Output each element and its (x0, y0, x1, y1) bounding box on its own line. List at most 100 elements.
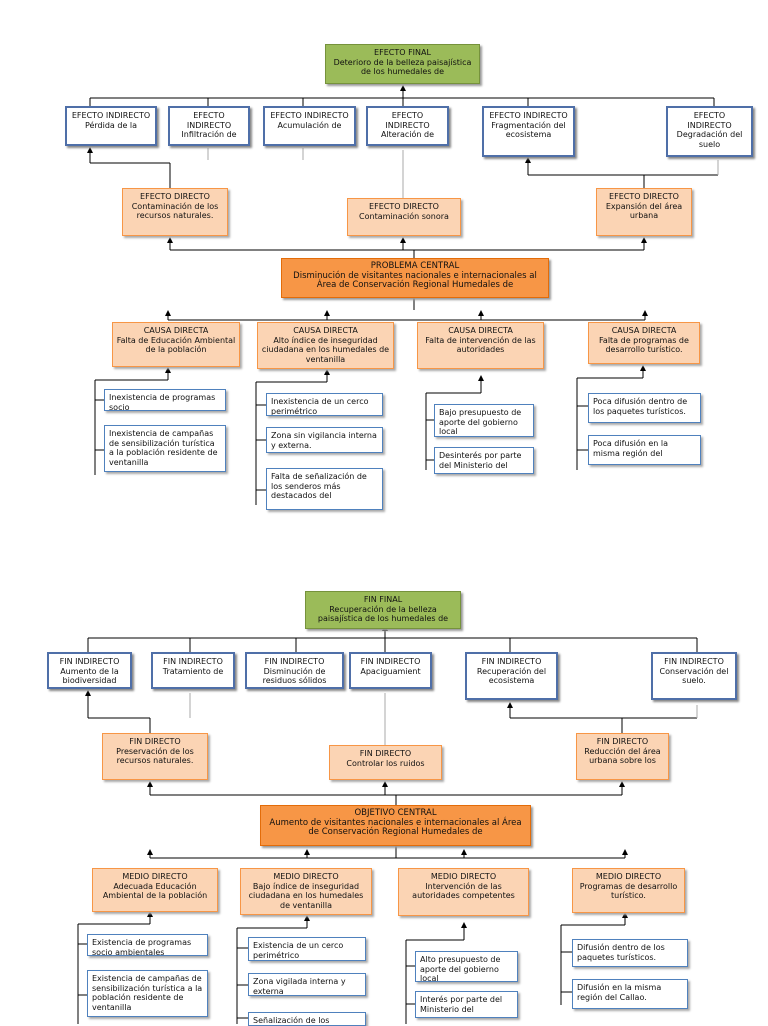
node-text: Deterioro de la belleza paisajística de … (333, 57, 472, 77)
efecto-indirecto-box: EFECTO INDIRECTO Alteración de (366, 106, 449, 146)
causa-directa-box: CAUSA DIRECTA Falta de intervención de l… (417, 322, 544, 369)
causa-indirecta-box: Desinterés por parte del Ministerio del (434, 447, 534, 474)
node-title: FIN INDIRECTO (360, 657, 421, 666)
medio-directo-box: MEDIO DIRECTO Bajo índice de inseguridad… (240, 868, 372, 915)
node-text: Acumulación de (277, 120, 342, 130)
node-title: EFECTO DIRECTO (609, 192, 679, 201)
node-text: Contaminación sonora (359, 211, 449, 221)
node-text: Poca difusión en la misma región del (593, 439, 669, 458)
problema-central-box: PROBLEMA CENTRAL Disminución de visitant… (281, 258, 549, 298)
causa-indirecta-box: Inexistencia de programas socio (104, 389, 226, 411)
node-title: EFECTO INDIRECTO (71, 111, 151, 120)
causa-indirecta-box: Bajo presupuesto de aporte del gobierno … (434, 404, 534, 437)
fin-indirecto-box: FIN INDIRECTO Apaciguamient (349, 652, 432, 689)
node-title: FIN INDIRECTO (481, 657, 542, 666)
node-text: Aumento de visitantes nacionales e inter… (269, 817, 522, 837)
node-title: EFECTO FINAL (374, 48, 431, 57)
node-text: Disminución de residuos sólidos (262, 666, 327, 686)
causa-indirecta-box: Poca difusión en la misma región del (588, 435, 701, 465)
node-title: MEDIO DIRECTO (595, 872, 662, 881)
medio-indirecto-box: Existencia de campañas de sensibilizació… (87, 970, 208, 1017)
node-text: Zona vigilada interna y externa (253, 977, 346, 996)
node-text: Reducción del área urbana sobre los (584, 746, 661, 766)
node-title: FIN INDIRECTO (664, 657, 724, 666)
node-text: Bajo índice de inseguridad ciudadana en … (248, 881, 364, 910)
medio-directo-box: MEDIO DIRECTO Adecuada Educación Ambient… (92, 868, 218, 912)
node-text: Tratamiento de (162, 666, 224, 676)
fin-indirecto-box: FIN INDIRECTO Tratamiento de (151, 652, 235, 689)
efecto-directo-box: EFECTO DIRECTO Expansión del área urbana (596, 188, 692, 236)
node-title: PROBLEMA CENTRAL (370, 261, 460, 271)
fin-indirecto-box: FIN INDIRECTO Recuperación del ecosistem… (465, 652, 558, 700)
node-text: Falta de programas de desarrollo turísti… (599, 335, 689, 355)
medio-indirecto-box: Existencia de un cerco perimétrico (248, 937, 366, 961)
node-title: EFECTO INDIRECTO (270, 111, 349, 120)
efecto-indirecto-box: EFECTO INDIRECTO Acumulación de (263, 106, 356, 146)
node-title: MEDIO DIRECTO (122, 872, 188, 881)
efecto-indirecto-box: EFECTO INDIRECTO Degradación del suelo (666, 106, 753, 157)
fin-indirecto-box: FIN INDIRECTO Disminución de residuos só… (245, 652, 344, 689)
node-text: Alto índice de inseguridad ciudadana en … (261, 335, 390, 364)
node-title: FIN DIRECTO (596, 737, 649, 746)
node-title: EFECTO INDIRECTO (489, 111, 568, 120)
node-text: Bajo presupuesto de aporte del gobierno … (439, 408, 522, 436)
node-text: Preservación de los recursos naturales. (116, 746, 194, 766)
node-title: FIN DIRECTO (129, 737, 181, 746)
node-text: Programas de desarrollo turístico. (579, 881, 678, 901)
node-title: CAUSA DIRECTA (611, 326, 677, 335)
node-text: Adecuada Educación Ambiental de la pobla… (102, 881, 208, 901)
node-title: OBJETIVO CENTRAL (354, 808, 437, 818)
node-title: EFECTO INDIRECTO (385, 111, 430, 130)
node-text: Interés por parte del Ministerio del (420, 995, 503, 1014)
medio-directo-box: MEDIO DIRECTO Programas de desarrollo tu… (572, 868, 685, 913)
efecto-indirecto-box: EFECTO INDIRECTO Fragmentación del ecosi… (482, 106, 575, 157)
causa-indirecta-box: Falta de señalización de los senderos má… (266, 468, 383, 510)
node-text: Falta de señalización de los senderos má… (271, 472, 367, 500)
node-title: FIN DIRECTO (359, 749, 412, 758)
node-text: Existencia de campañas de sensibilizació… (92, 974, 203, 1012)
node-title: FIN INDIRECTO (264, 657, 325, 666)
node-text: Inexistencia de campañas de sensibilizac… (109, 429, 218, 467)
efecto-indirecto-box: EFECTO INDIRECTO Infiltración de (168, 106, 250, 146)
node-text: Señalización de los (253, 1016, 330, 1025)
medio-indirecto-box: Alto presupuesto de aporte del gobierno … (415, 951, 518, 982)
medio-indirecto-box: Zona vigilada interna y externa (248, 973, 366, 996)
efecto-directo-box: EFECTO DIRECTO Contaminación de los recu… (122, 188, 228, 236)
causa-indirecta-box: Poca difusión dentro de los paquetes tur… (588, 393, 701, 423)
node-title: EFECTO INDIRECTO (687, 111, 732, 130)
causa-directa-box: CAUSA DIRECTA Falta de Educación Ambient… (112, 322, 240, 367)
fin-final-box: FIN FINAL Recuperación de la belleza pai… (305, 591, 461, 629)
node-title: EFECTO INDIRECTO (186, 111, 232, 130)
efecto-final-box: EFECTO FINAL Deterioro de la belleza pai… (325, 44, 480, 84)
fin-indirecto-box: FIN INDIRECTO Aumento de la biodiversida… (47, 652, 132, 689)
node-text: Zona sin vigilancia interna y externa. (271, 431, 377, 450)
node-text: Difusión dentro de los paquetes turístic… (577, 943, 665, 962)
node-title: CAUSA DIRECTA (448, 326, 513, 335)
node-text: Falta de intervención de las autoridades (425, 335, 536, 355)
medio-indirecto-box: Interés por parte del Ministerio del (415, 991, 518, 1018)
fin-directo-box: FIN DIRECTO Controlar los ruidos (329, 745, 442, 780)
node-title: EFECTO DIRECTO (140, 192, 210, 201)
causa-directa-box: CAUSA DIRECTA Alto índice de inseguridad… (257, 322, 394, 369)
fin-directo-box: FIN DIRECTO Preservación de los recursos… (102, 733, 208, 780)
node-text: Existencia de programas socio ambientale… (92, 938, 192, 956)
node-text: Recuperación de la belleza paisajística … (317, 604, 449, 624)
causa-indirecta-box: Zona sin vigilancia interna y externa. (266, 427, 383, 453)
node-title: CAUSA DIRECTA (293, 326, 358, 335)
node-text: Falta de Educación Ambiental de la pobla… (116, 335, 236, 355)
node-text: Disminución de visitantes nacionales e i… (293, 270, 537, 290)
fin-directo-box: FIN DIRECTO Reducción del área urbana so… (576, 733, 669, 780)
node-text: Aumento de la biodiversidad (60, 666, 119, 686)
node-text: Inexistencia de programas socio (109, 393, 216, 411)
node-text: Intervención de las autoridades competen… (412, 881, 515, 901)
node-title: FIN FINAL (363, 595, 403, 604)
efecto-indirecto-box: EFECTO INDIRECTO Pérdida de la (65, 106, 157, 146)
node-text: Infiltración de (181, 130, 237, 139)
objetivo-central-box: OBJETIVO CENTRAL Aumento de visitantes n… (260, 805, 531, 846)
node-text: Recuperación del ecosistema (476, 666, 547, 686)
node-text: Existencia de un cerco perimétrico (253, 941, 344, 960)
node-title: CAUSA DIRECTA (143, 326, 209, 335)
medio-directo-box: MEDIO DIRECTO Intervención de las autori… (398, 868, 529, 916)
node-text: Apaciguamient (360, 666, 421, 676)
